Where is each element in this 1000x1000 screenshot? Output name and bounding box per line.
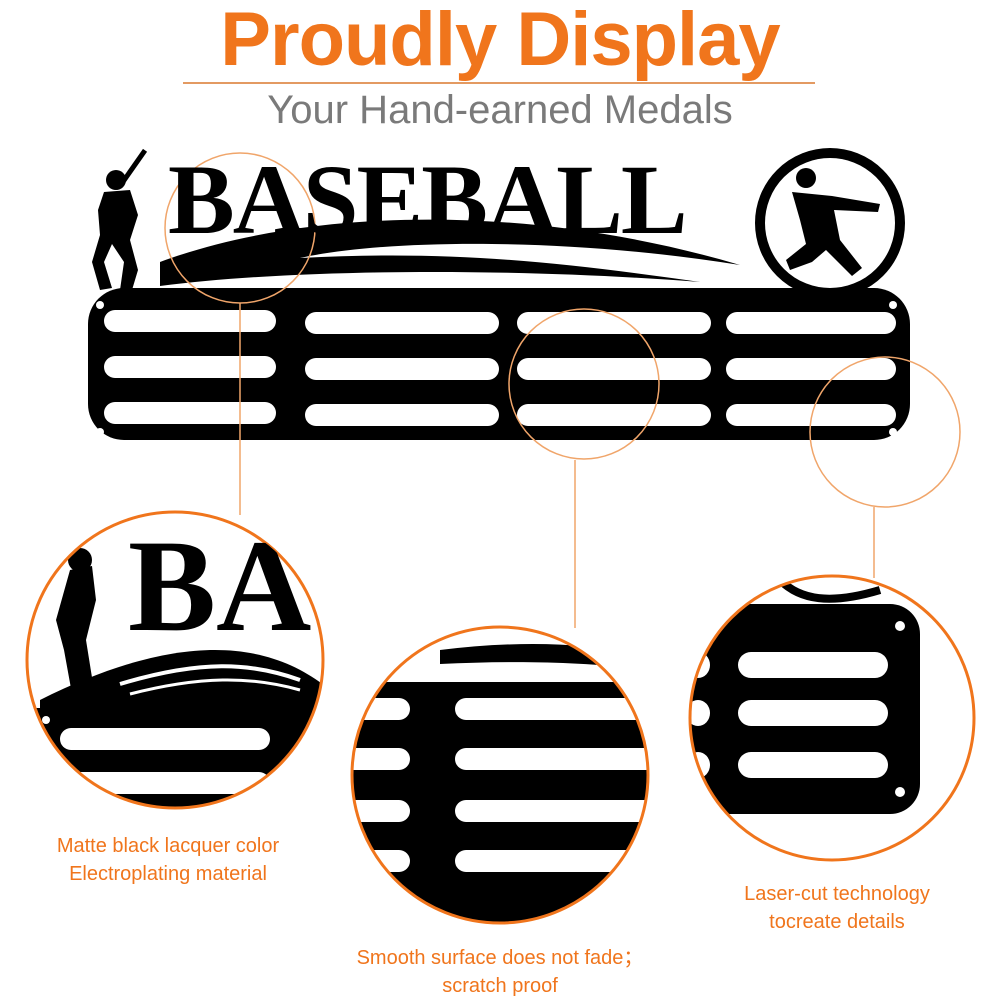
caption-right: Laser-cut technology tocreate details bbox=[692, 880, 982, 936]
zoom-left bbox=[27, 512, 323, 808]
caption-middle-line1: Smooth surface does not fade； bbox=[356, 947, 644, 969]
caption-right-line1: Laser-cut technology bbox=[744, 883, 930, 905]
zoom-left-ring bbox=[25, 510, 325, 810]
headline: Proudly Display bbox=[220, 0, 780, 82]
caption-middle-line2: scratch proof bbox=[442, 975, 558, 997]
hanger-slots bbox=[96, 301, 897, 436]
detail-callouts bbox=[164, 152, 961, 628]
zoom-right bbox=[690, 576, 974, 860]
subheadline: Your Hand-earned Medals bbox=[267, 88, 733, 132]
caption-right-line2: tocreate details bbox=[769, 911, 905, 933]
zoom-right-ring bbox=[688, 574, 976, 862]
divider bbox=[183, 82, 815, 84]
swoosh-decoration bbox=[160, 219, 740, 286]
zoom-middle-ring bbox=[350, 625, 650, 925]
batter-emblem-icon bbox=[755, 148, 905, 298]
zoom-middle bbox=[352, 627, 648, 923]
caption-left: Matte black lacquer color Electroplating… bbox=[18, 832, 318, 888]
caption-middle: Smooth surface does not fade； scratch pr… bbox=[300, 944, 700, 1000]
batter-silhouette-icon bbox=[92, 148, 148, 290]
baseball-logo-text: BASEBALL bbox=[168, 144, 688, 255]
caption-left-line2: Electroplating material bbox=[69, 863, 267, 885]
caption-left-line1: Matte black lacquer color bbox=[56, 835, 280, 857]
